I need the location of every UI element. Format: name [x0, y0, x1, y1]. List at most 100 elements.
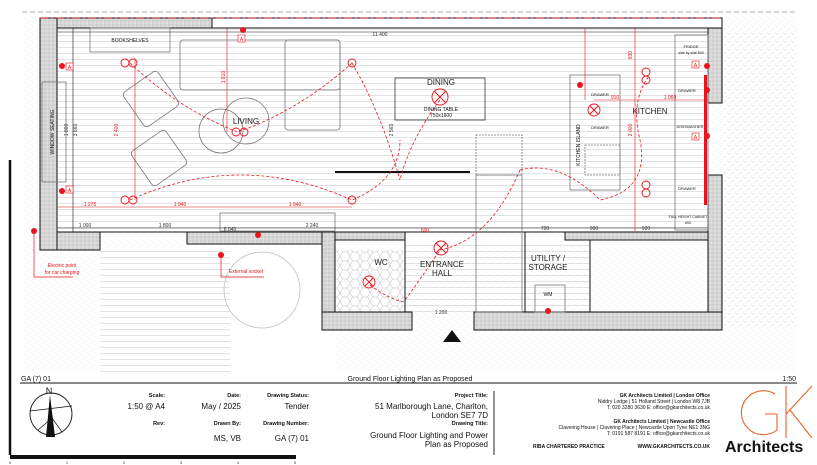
- walls: [39, 17, 723, 331]
- entrance-arrow-icon: [443, 330, 461, 342]
- svg-text:2 565: 2 565: [389, 124, 395, 137]
- drawing-number-value: GA (7) 01: [275, 434, 310, 443]
- london-office: GK Architects Limited | London Office: [620, 393, 711, 399]
- svg-text:0: 0: [9, 461, 11, 465]
- furniture: [41, 27, 709, 329]
- car-charging-note: Electric point: [48, 263, 77, 269]
- svg-text:2 400: 2 400: [114, 124, 120, 137]
- svg-text:Drawing Status:: Drawing Status:: [267, 393, 309, 399]
- svg-text:900: 900: [590, 226, 599, 232]
- svg-text:N: N: [46, 386, 53, 396]
- svg-text:1 060: 1 060: [664, 95, 677, 101]
- drawing-ref: GA (7) 01: [21, 376, 51, 383]
- svg-text:Rev:: Rev:: [153, 421, 165, 427]
- svg-text:3: 3: [180, 461, 182, 465]
- dimension-lines: [57, 28, 708, 232]
- svg-text:WINDOW SEATING: WINDOW SEATING: [50, 109, 56, 154]
- downlight-icon: [641, 180, 651, 198]
- fixture-labels: BOOKSHELVES WINDOW SEATING DINING TABLE …: [50, 38, 708, 298]
- kitchen-island: [569, 74, 621, 191]
- svg-text:FULL HEIGHT CABINET: FULL HEIGHT CABINET: [669, 215, 709, 219]
- svg-text:side by side 800: side by side 800: [678, 51, 703, 55]
- pendant-light-icon: [431, 88, 449, 106]
- downlight-icon: [120, 58, 138, 68]
- svg-text:RIBA CHARTERED PRACTICE: RIBA CHARTERED PRACTICE: [533, 444, 605, 450]
- svg-text:Architects: Architects: [725, 439, 803, 456]
- svg-text:A: A: [694, 135, 698, 141]
- armchair: [130, 129, 188, 187]
- pendant-light-icon: [362, 275, 376, 289]
- svg-text:3 660: 3 660: [73, 124, 79, 137]
- svg-text:BOOKSHELVES: BOOKSHELVES: [111, 38, 149, 44]
- drawing-title: Ground Floor Lighting and Power: [370, 431, 488, 440]
- drawing-scale: 1:50: [782, 376, 796, 383]
- socket-icon: [31, 228, 37, 234]
- light-fittings: [120, 58, 651, 289]
- room-labels: LIVING DINING KITCHEN WC ENTRANCE HALL U…: [233, 78, 668, 278]
- svg-text:4: 4: [237, 461, 239, 465]
- downlight-icon: [641, 67, 651, 85]
- svg-text:1 275: 1 275: [84, 202, 97, 208]
- svg-text:600: 600: [685, 221, 691, 225]
- svg-text:1 200: 1 200: [435, 310, 448, 316]
- socket-icon: [59, 188, 65, 194]
- coffee-table: [198, 108, 244, 154]
- coffee-table: [222, 97, 270, 145]
- svg-text:1 810: 1 810: [221, 71, 227, 84]
- downlight-icon: [231, 127, 249, 137]
- svg-text:Niddry Lodge | 51 Holland Stre: Niddry Lodge | 51 Holland Street | Londo…: [598, 399, 711, 405]
- garden-tree: [223, 251, 301, 329]
- gk-architects-logo: Architects: [725, 385, 813, 456]
- hob: [584, 144, 621, 176]
- svg-text:2 240: 2 240: [306, 223, 319, 229]
- svg-text:1: 1: [66, 461, 68, 465]
- socket-icon: [255, 232, 261, 238]
- socket-icon: [577, 82, 583, 88]
- armchair: [122, 70, 180, 128]
- socket-tags: A A A A A: [65, 34, 700, 194]
- socket-icon: [704, 63, 710, 69]
- scale-value: 1:50 @ A4: [128, 402, 166, 411]
- status-value: Tender: [285, 402, 310, 411]
- svg-text:London SE7 7D: London SE7 7D: [432, 411, 489, 420]
- svg-text:A: A: [68, 65, 72, 71]
- power-sockets: [31, 27, 710, 314]
- lighting-circuits: [129, 62, 651, 303]
- drawing-caption: Ground Floor Lighting Plan as Proposed: [348, 376, 473, 383]
- room-label-storage: STORAGE: [529, 263, 568, 272]
- staircase: [475, 174, 523, 313]
- pendant-light-icon: [587, 103, 601, 117]
- svg-text:FRIDGE: FRIDGE: [683, 44, 698, 49]
- svg-text:DINING TABLE: DINING TABLE: [424, 107, 459, 113]
- svg-text:2 000: 2 000: [628, 124, 634, 137]
- dining-table: [394, 77, 486, 121]
- pendant-light-icon: [433, 240, 449, 256]
- svg-text:11 400: 11 400: [373, 32, 388, 38]
- svg-text:830: 830: [628, 51, 634, 60]
- room-label-hall: HALL: [432, 269, 453, 278]
- socket-icon: [218, 252, 224, 258]
- svg-text:A: A: [240, 37, 244, 43]
- socket-icon: [240, 27, 246, 33]
- svg-text:720: 720: [541, 226, 550, 232]
- svg-text:5: 5: [294, 461, 296, 465]
- svg-text:Drawing Title:: Drawing Title:: [452, 421, 488, 427]
- svg-text:DRAWER: DRAWER: [591, 92, 609, 97]
- worktop-socket-strip: [704, 75, 707, 205]
- svg-text:Clavering House | Clavering Pl: Clavering House | Clavering Place | Newc…: [559, 425, 711, 431]
- downlight-icon: [120, 195, 138, 205]
- kitchen-units: [674, 34, 709, 231]
- svg-text:910: 910: [611, 95, 620, 101]
- svg-text:A: A: [694, 63, 698, 69]
- svg-text:KITCHEN ISLAND: KITCHEN ISLAND: [576, 124, 582, 166]
- newcastle-office: GK Architects Limited | Newcastle Office: [613, 419, 710, 425]
- svg-text:1 800: 1 800: [64, 124, 70, 137]
- svg-text:Project Title:: Project Title:: [455, 393, 488, 399]
- external-socket-note: External socket: [229, 269, 264, 275]
- room-label-entrance: ENTRANCE: [420, 260, 464, 269]
- title-block: Scale: 1:50 @ A4 Date: May / 2025 Drawin…: [128, 391, 711, 455]
- room-label-dining: DINING: [427, 78, 455, 87]
- interior-floor: [57, 28, 708, 312]
- drawn-by-value: MS, VB: [214, 434, 241, 443]
